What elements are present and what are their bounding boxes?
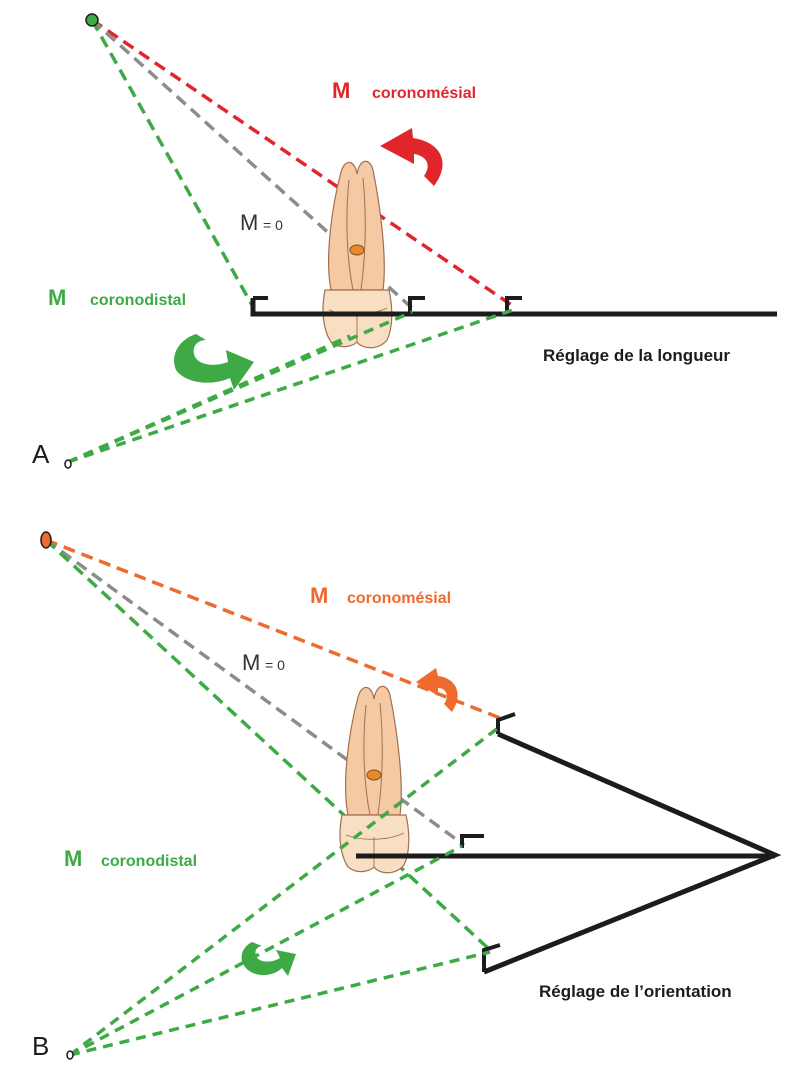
- caption: Réglage de la longueur: [543, 346, 730, 365]
- zero-moment-symbol: M: [240, 210, 258, 235]
- neutral-force-line: [44, 538, 466, 847]
- distal-rotation-arrow: [241, 942, 296, 976]
- distal-force-line: [69, 950, 491, 1057]
- mesial-label: coronomésial: [347, 590, 451, 607]
- distal-rotation-arrow: [174, 334, 254, 390]
- tooth: [339, 685, 410, 874]
- archwire: [356, 731, 782, 975]
- bracket-hook: [496, 712, 516, 734]
- bracket-hook: [482, 943, 501, 972]
- bracket-hook: [408, 296, 425, 312]
- panel-letter: A: [32, 439, 50, 469]
- distal-force-line: [67, 308, 514, 464]
- distal-force-line: [90, 19, 254, 306]
- zero-moment-value: = 0: [265, 657, 285, 673]
- moment-symbol: M: [310, 583, 328, 608]
- archwire: [250, 298, 777, 317]
- zero-moment-symbol: M: [242, 650, 260, 675]
- distal-label: coronodistal: [90, 292, 186, 309]
- panel-a: M coronomésial M = 0 M coronodistal Régl…: [32, 13, 777, 469]
- force-origin-point: [85, 13, 99, 27]
- distal-force-line: [67, 310, 413, 464]
- force-origin-point: [66, 1050, 74, 1060]
- caption: Réglage de l’orientation: [539, 982, 732, 1001]
- force-origin-point: [40, 531, 52, 549]
- force-origin-point: [64, 459, 72, 469]
- mesial-force-line: [91, 18, 514, 308]
- bracket-hook: [505, 296, 522, 312]
- moment-symbol: M: [332, 78, 350, 103]
- panel-letter: B: [32, 1031, 49, 1061]
- zero-moment-value: = 0: [263, 217, 283, 233]
- moment-symbol: M: [64, 846, 82, 871]
- distal-force-line: [69, 844, 463, 1057]
- distal-force-line: [44, 538, 492, 952]
- tooth: [322, 160, 393, 349]
- mesial-rotation-arrow: [380, 128, 443, 186]
- distal-force-line: [68, 726, 500, 1057]
- mesial-label: coronomésial: [372, 85, 476, 102]
- mesial-rotation-arrow: [416, 668, 458, 712]
- distal-label: coronodistal: [101, 853, 197, 870]
- bracket-hook: [460, 834, 484, 848]
- mesial-force-line: [45, 538, 501, 720]
- neutral-force-line: [90, 18, 414, 310]
- panel-b: M coronomésial M = 0 M coronodistal Régl…: [32, 531, 782, 1061]
- moment-symbol: M: [48, 285, 66, 310]
